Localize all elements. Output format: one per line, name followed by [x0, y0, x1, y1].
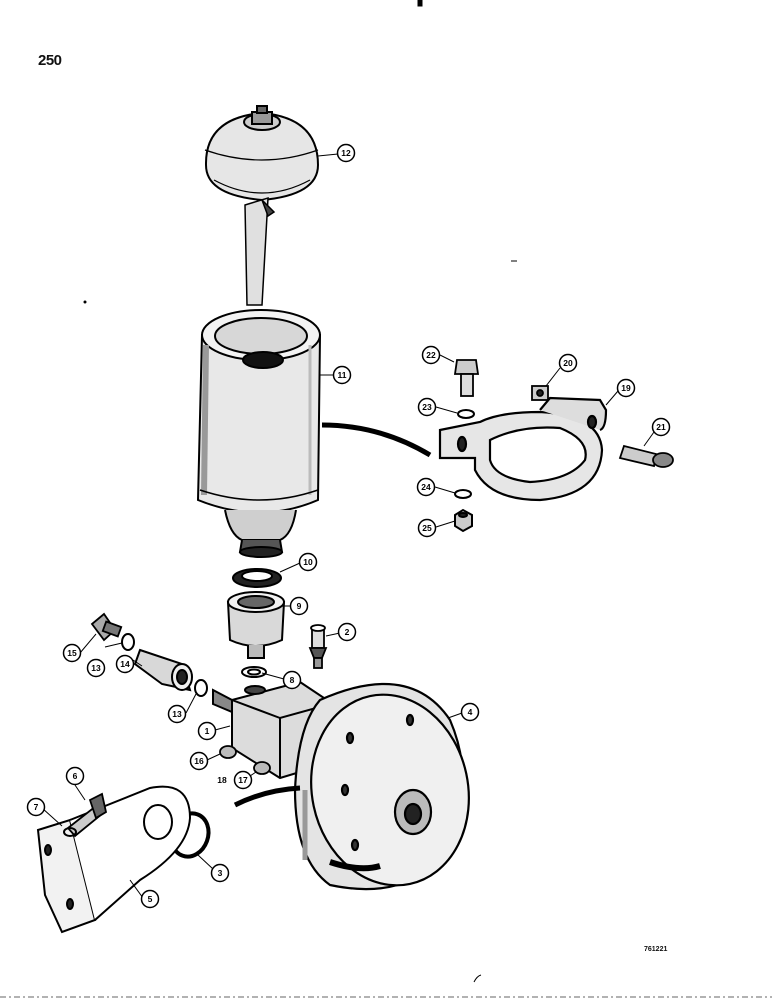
svg-text:24: 24: [421, 482, 431, 492]
part-8-washer: [241, 666, 267, 678]
part-16-plug: [219, 745, 237, 759]
part-13-washer-b: [194, 679, 208, 697]
part-4-housing: [293, 682, 470, 891]
callout-14: 14: [115, 654, 135, 674]
callout-18: 18: [217, 775, 227, 785]
svg-text:8: 8: [290, 675, 295, 685]
svg-text:25: 25: [422, 523, 432, 533]
callout-10: 10: [298, 552, 318, 572]
callout-13-lower: 13: [167, 704, 187, 724]
svg-text:16: 16: [194, 756, 204, 766]
svg-text:4: 4: [468, 707, 473, 717]
svg-text:18: 18: [217, 775, 227, 785]
svg-text:14: 14: [120, 659, 130, 669]
svg-text:1: 1: [205, 726, 210, 736]
part-22-bolt: [453, 359, 480, 397]
svg-text:19: 19: [621, 383, 631, 393]
svg-text:6: 6: [73, 771, 78, 781]
cap-stem: [244, 196, 276, 306]
svg-text:2: 2: [345, 627, 350, 637]
part-2-fitting: [308, 624, 328, 669]
callout-13-upper: 13: [86, 658, 106, 678]
callout-20: 20: [558, 353, 578, 373]
svg-text:20: 20: [563, 358, 573, 368]
part-12-top-cover: [204, 105, 320, 202]
svg-text:10: 10: [303, 557, 313, 567]
page-number: 250: [38, 52, 62, 69]
callout-15: 15: [62, 643, 82, 663]
callout-1: 1: [197, 721, 217, 741]
part-21-screw: [618, 444, 674, 468]
assembly-arrows: [233, 422, 432, 808]
part-6-bolt: [66, 792, 108, 838]
callout-7: 7: [26, 797, 46, 817]
callout-5: 5: [140, 889, 160, 909]
callout-23: 23: [417, 397, 437, 417]
callout-24: 24: [416, 477, 436, 497]
svg-text:15: 15: [67, 648, 77, 658]
part-23-washer: [457, 409, 475, 419]
svg-text:5: 5: [148, 894, 153, 904]
svg-text:12: 12: [341, 148, 351, 158]
part-17-plug: [253, 761, 271, 775]
callout-3: 3: [210, 863, 230, 883]
part-11-canister: [196, 309, 322, 558]
part-20-spacer: [531, 385, 549, 401]
part-19-clamp: [438, 396, 608, 502]
part-10-seal: [232, 568, 282, 588]
svg-text:7: 7: [34, 802, 39, 812]
callout-17: 17: [233, 770, 253, 790]
leader-lines: [41, 153, 655, 899]
callout-16: 16: [189, 751, 209, 771]
part-15-bolt: [90, 612, 123, 642]
callout-19: 19: [616, 378, 636, 398]
svg-text:9: 9: [297, 601, 302, 611]
figure-code: 761221: [644, 946, 668, 953]
callout-4: 4: [460, 702, 480, 722]
svg-text:13: 13: [91, 663, 101, 673]
part-9-adapter: [226, 591, 286, 659]
callout-8: 8: [282, 670, 302, 690]
callout-6: 6: [65, 766, 85, 786]
part-7-lockwasher: [63, 827, 77, 837]
callout-25: 25: [417, 518, 437, 538]
svg-text:3: 3: [218, 868, 223, 878]
svg-text:23: 23: [422, 402, 432, 412]
svg-text:17: 17: [238, 775, 248, 785]
part-5-bracket: [36, 785, 192, 934]
svg-text:21: 21: [656, 422, 666, 432]
svg-text:22: 22: [426, 350, 436, 360]
callout-2: 2: [337, 622, 357, 642]
callout-11: 11: [332, 365, 352, 385]
part-14-elbow-fitting: [133, 648, 193, 692]
svg-text:13: 13: [172, 709, 182, 719]
callout-22: 22: [421, 345, 441, 365]
part-13-washer-a: [121, 633, 135, 651]
callout-21: 21: [651, 417, 671, 437]
part-24-washer: [454, 489, 472, 499]
callout-9: 9: [289, 596, 309, 616]
callout-12: 12: [336, 143, 356, 163]
svg-text:11: 11: [338, 370, 347, 380]
part-25-nut: [454, 508, 473, 533]
